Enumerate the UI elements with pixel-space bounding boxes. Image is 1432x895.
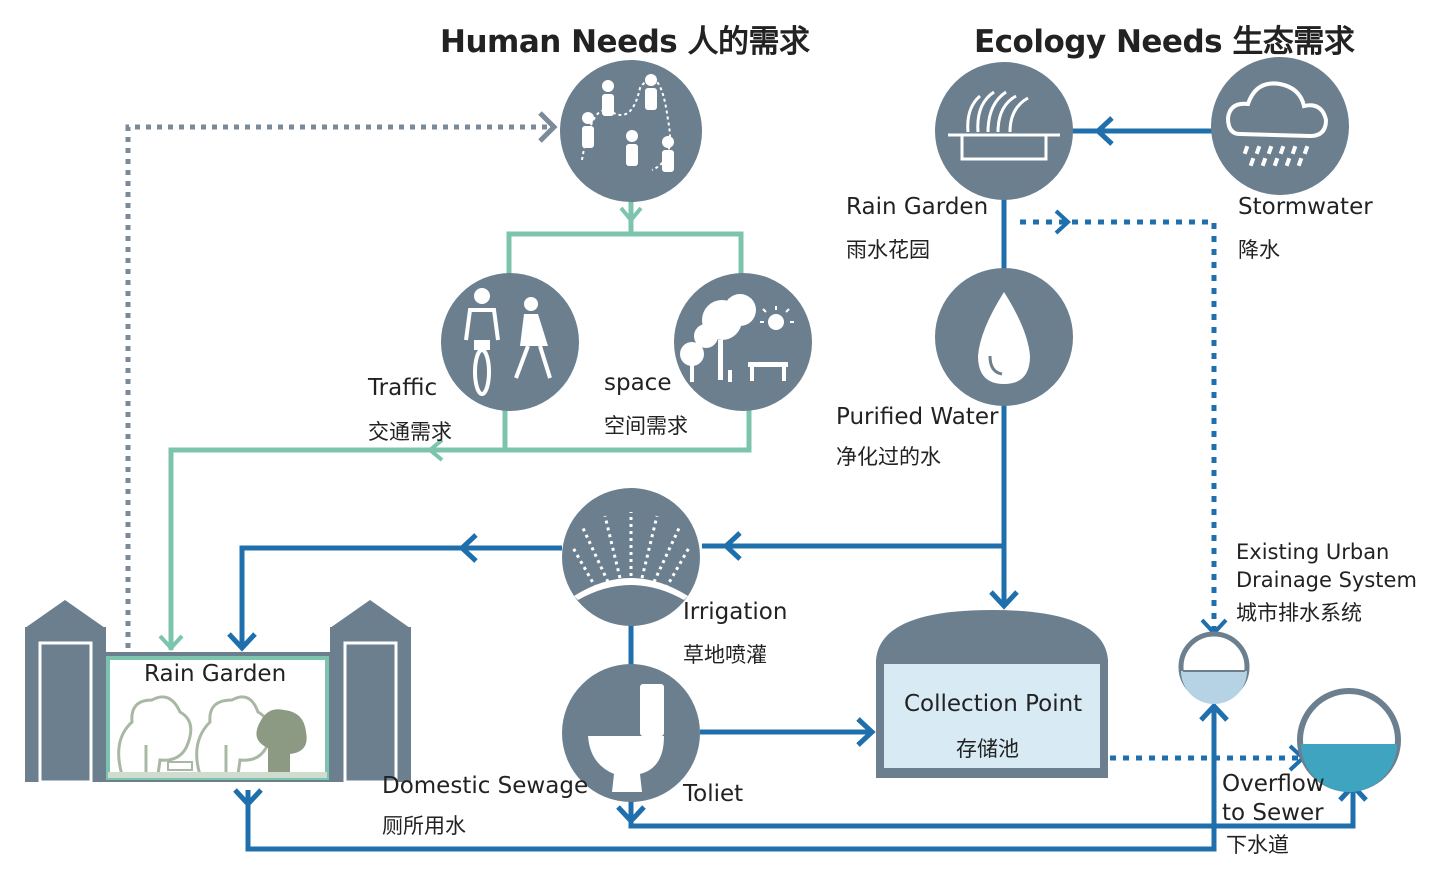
green-arrowhead-down (158, 634, 184, 651)
green-people-arrowhead (619, 206, 643, 224)
domestic-sewage-label: Domestic Sewage (382, 773, 589, 799)
blue-left-arrowhead (458, 533, 478, 563)
connectors (125, 111, 1368, 852)
people-path-icon (581, 74, 674, 172)
rain-garden-top-node (935, 62, 1073, 200)
bike-walker-icon (464, 288, 552, 396)
sewer-label-cn: 下水道 (1226, 833, 1289, 857)
purified-water-label-cn: 净化过的水 (836, 445, 941, 469)
rain-garden-top-label: Rain Garden (846, 194, 989, 220)
toilet-icon (588, 684, 664, 792)
drainage-label-cn: 城市排水系统 (1236, 601, 1362, 625)
people-node (560, 60, 702, 202)
rain-cloud-icon (1225, 81, 1329, 167)
garden-bench-icon (167, 761, 193, 771)
dotted-overflow-line (1020, 219, 1217, 630)
blue-toilet-to-sewer (628, 790, 1356, 829)
green-merge (502, 395, 752, 453)
blue-tank-arrowhead (989, 590, 1019, 610)
blue-irrigation-to-garden (239, 545, 562, 648)
traffic-label: Traffic (368, 375, 438, 401)
collection-point-label-cn: 存储池 (956, 737, 1019, 761)
drainage-label-line2: Drainage System (1236, 568, 1417, 592)
domestic-sewage-label-cn: 厕所用水 (382, 814, 466, 838)
heading-human-needs: Human Needs 人的需求 (440, 24, 810, 60)
green-split-bar (506, 231, 744, 285)
left-building (25, 600, 106, 784)
blue-toilet-down-arrowhead (616, 805, 646, 825)
blue-storm-arrowhead (1094, 116, 1114, 146)
blue-irrigation-arrowhead (722, 531, 742, 561)
irrigation-label-cn: 草地喷灌 (683, 643, 767, 667)
blue-garden-arrowhead (227, 632, 257, 652)
space-label-cn: 空间需求 (604, 414, 688, 438)
sprinkler-icon (570, 512, 692, 600)
rain-garden-icon (948, 90, 1060, 161)
sewer-label-line2: to Sewer (1222, 800, 1324, 826)
toilet-node (562, 664, 700, 802)
toilet-label: Toliet (683, 781, 744, 807)
sewer-label-line1: Overflow (1222, 771, 1325, 797)
blue-garden-to-drainage (245, 710, 1217, 852)
space-label: space (604, 370, 672, 396)
garden-dark-tree-icon (256, 709, 307, 778)
dotted-feedback-arrowhead (538, 111, 558, 143)
dotted-feedback-line (125, 124, 552, 648)
garden-trees-icon (117, 695, 272, 776)
blue-drainage-arrowhead (1199, 702, 1229, 722)
blue-toilet-tank-arrowhead (856, 717, 876, 747)
drainage-label-line1: Existing Urban (1236, 540, 1390, 564)
right-building (330, 600, 411, 784)
sewer-node (1297, 688, 1401, 792)
heading-ecology-needs: Ecology Needs 生态需求 (974, 24, 1355, 60)
space-node (674, 273, 812, 411)
collection-point-label: Collection Point (904, 691, 1083, 717)
irrigation-label: Irrigation (683, 599, 788, 625)
collection-tank (876, 610, 1108, 778)
rain-garden-bottom-box (98, 652, 338, 782)
purified-water-node (935, 268, 1073, 406)
rain-garden-bottom-label: Rain Garden (144, 661, 287, 687)
irrigation-node (562, 488, 700, 626)
stormwater-node (1211, 57, 1349, 195)
blue-garden-down-arrowhead (233, 788, 263, 808)
rain-garden-top-label-cn: 雨水花园 (846, 238, 930, 262)
dotted-overflow-arrowhead-right (1054, 209, 1071, 235)
traffic-node (441, 273, 579, 411)
purified-water-label: Purified Water (836, 404, 999, 430)
traffic-label-cn: 交通需求 (368, 420, 452, 444)
tree-bench-icon (680, 294, 794, 382)
green-arrowhead-left (426, 438, 444, 462)
stormwater-label-cn: 降水 (1238, 238, 1280, 262)
drainage-node (1178, 631, 1250, 704)
green-to-rain-garden (168, 447, 505, 650)
stormwater-label: Stormwater (1238, 194, 1373, 220)
